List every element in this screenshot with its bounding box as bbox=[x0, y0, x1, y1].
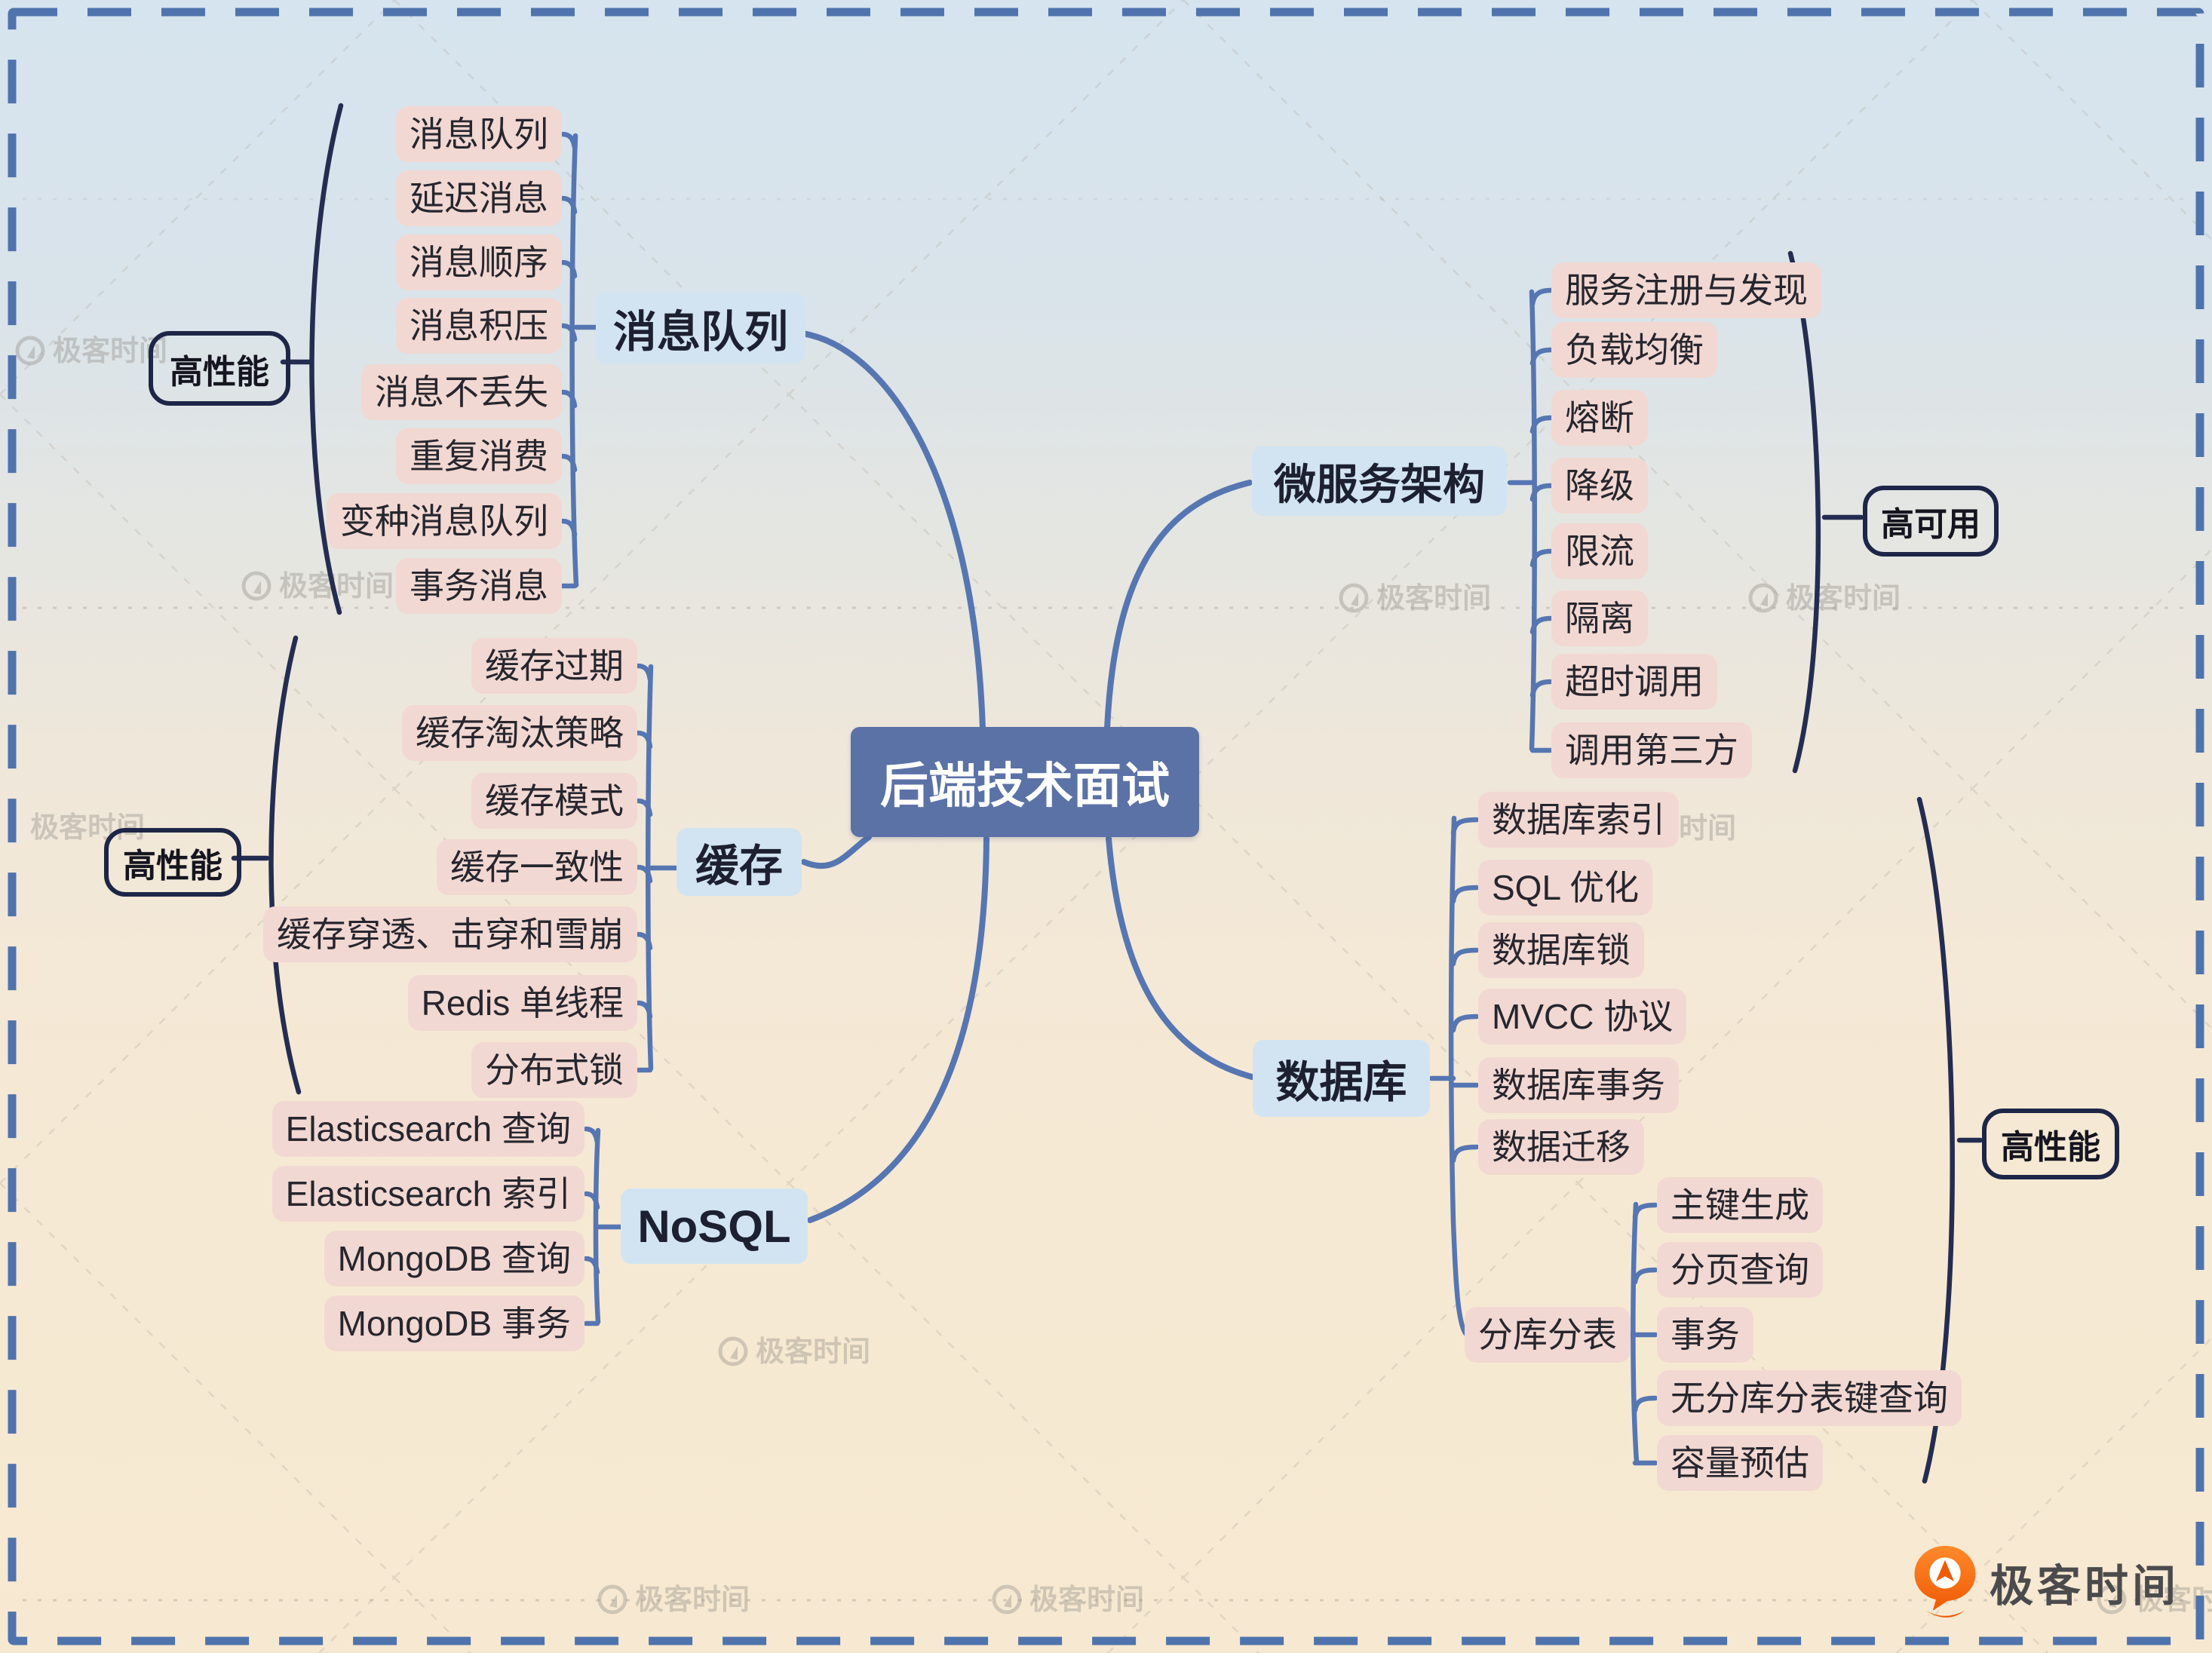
svg-text:极客时间: 极客时间 bbox=[30, 811, 145, 844]
svg-text:极客时间: 极客时间 bbox=[1786, 582, 1901, 615]
node-micro-child-6[interactable]: 超时调用 bbox=[1551, 654, 1717, 710]
node-cache-child-3[interactable]: 缓存一致性 bbox=[437, 839, 637, 895]
node-cache-child-4[interactable]: 缓存穿透、击穿和雪崩 bbox=[263, 906, 637, 962]
node-mq-child-5[interactable]: 重复消费 bbox=[396, 428, 562, 484]
node-db-sharding[interactable]: 分库分表 bbox=[1465, 1307, 1631, 1363]
watermarks: 极客时间 极客时间 极客时间 极客时间 极客时间 bbox=[15, 335, 2212, 1616]
watermark: 极客时间 bbox=[1339, 582, 1491, 615]
node-cache-child-0[interactable]: 缓存过期 bbox=[471, 638, 637, 694]
node-db-child-3[interactable]: MVCC 协议 bbox=[1478, 989, 1687, 1044]
node-db-child-0[interactable]: 数据库索引 bbox=[1478, 792, 1679, 848]
node-micro-child-1[interactable]: 负载均衡 bbox=[1551, 322, 1717, 378]
node-db-child-2[interactable]: 数据库锁 bbox=[1478, 922, 1644, 978]
node-mq-child-7[interactable]: 事务消息 bbox=[396, 558, 562, 614]
node-sharding-child-0[interactable]: 主键生成 bbox=[1657, 1177, 1823, 1233]
node-sharding-child-2[interactable]: 事务 bbox=[1657, 1307, 1753, 1363]
geektime-logo-text: 极客时间 bbox=[1990, 1562, 2180, 1611]
svg-text:极客时间: 极客时间 bbox=[1376, 582, 1491, 615]
svg-text:极客时间: 极客时间 bbox=[756, 1336, 870, 1368]
center-node[interactable]: 后端技术面试 bbox=[851, 727, 1199, 837]
node-nosql-child-0[interactable]: Elasticsearch 查询 bbox=[272, 1101, 584, 1157]
node-mq-child-2[interactable]: 消息顺序 bbox=[396, 235, 562, 290]
node-nosql-child-3[interactable]: MongoDB 事务 bbox=[324, 1296, 584, 1351]
node-cache[interactable]: 缓存 bbox=[676, 828, 802, 896]
node-mq-child-6[interactable]: 变种消息队列 bbox=[327, 493, 562, 549]
watermark: 极客时间 bbox=[30, 811, 145, 844]
summary-mq-high-performance[interactable]: 高性能 bbox=[149, 331, 290, 406]
child-connectors bbox=[560, 131, 1658, 1466]
watermark: 极客时间 bbox=[597, 1584, 750, 1616]
node-sharding-child-4[interactable]: 容量预估 bbox=[1657, 1435, 1823, 1491]
node-micro-child-4[interactable]: 限流 bbox=[1551, 523, 1648, 579]
node-microservices[interactable]: 微服务架构 bbox=[1252, 446, 1507, 516]
node-micro-child-3[interactable]: 降级 bbox=[1551, 458, 1648, 514]
node-sharding-child-3[interactable]: 无分库分表键查询 bbox=[1657, 1370, 1962, 1426]
node-nosql[interactable]: NoSQL bbox=[621, 1188, 808, 1264]
node-cache-child-2[interactable]: 缓存模式 bbox=[471, 773, 637, 829]
node-cache-child-5[interactable]: Redis 单线程 bbox=[407, 975, 637, 1031]
node-db-child-5[interactable]: 数据迁移 bbox=[1478, 1119, 1644, 1175]
node-database[interactable]: 数据库 bbox=[1253, 1040, 1430, 1117]
svg-text:极客时间: 极客时间 bbox=[1029, 1584, 1144, 1616]
node-message-queue[interactable]: 消息队列 bbox=[596, 293, 805, 363]
watermark: 极客时间 bbox=[992, 1584, 1144, 1616]
node-micro-child-2[interactable]: 熔断 bbox=[1551, 390, 1648, 446]
dashed-border-frame bbox=[8, 8, 2204, 1645]
node-db-child-4[interactable]: 数据库事务 bbox=[1478, 1057, 1679, 1113]
geektime-logo-icon bbox=[1914, 1545, 1976, 1618]
node-sharding-child-1[interactable]: 分页查询 bbox=[1657, 1242, 1823, 1298]
watermark: 极客时间 bbox=[1748, 582, 1901, 615]
summary-db-high-performance[interactable]: 高性能 bbox=[1982, 1109, 2119, 1179]
node-nosql-child-1[interactable]: Elasticsearch 索引 bbox=[272, 1166, 584, 1222]
node-mq-child-0[interactable]: 消息队列 bbox=[396, 106, 562, 162]
node-mq-child-3[interactable]: 消息积压 bbox=[396, 298, 562, 354]
summary-micro-high-availability[interactable]: 高可用 bbox=[1863, 486, 1999, 557]
summary-cache-high-performance[interactable]: 高性能 bbox=[104, 828, 241, 897]
node-nosql-child-2[interactable]: MongoDB 查询 bbox=[324, 1231, 584, 1287]
node-micro-child-7[interactable]: 调用第三方 bbox=[1551, 722, 1752, 778]
svg-text:极客时间: 极客时间 bbox=[635, 1584, 750, 1616]
node-micro-child-0[interactable]: 服务注册与发现 bbox=[1551, 262, 1821, 318]
svg-text:极客时间: 极客时间 bbox=[53, 335, 167, 367]
node-mq-child-4[interactable]: 消息不丢失 bbox=[361, 364, 562, 420]
center-branch-edges bbox=[799, 330, 1255, 1223]
watermark: 极客时间 bbox=[15, 335, 167, 367]
node-cache-child-6[interactable]: 分布式锁 bbox=[471, 1042, 637, 1098]
geektime-logo: 极客时间 bbox=[1913, 1544, 2180, 1620]
node-micro-child-5[interactable]: 隔离 bbox=[1551, 590, 1648, 646]
node-mq-child-1[interactable]: 延迟消息 bbox=[396, 170, 562, 226]
node-db-child-1[interactable]: SQL 优化 bbox=[1478, 860, 1653, 915]
node-cache-child-1[interactable]: 缓存淘汰策略 bbox=[402, 705, 637, 761]
watermark: 极客时间 bbox=[718, 1336, 870, 1368]
